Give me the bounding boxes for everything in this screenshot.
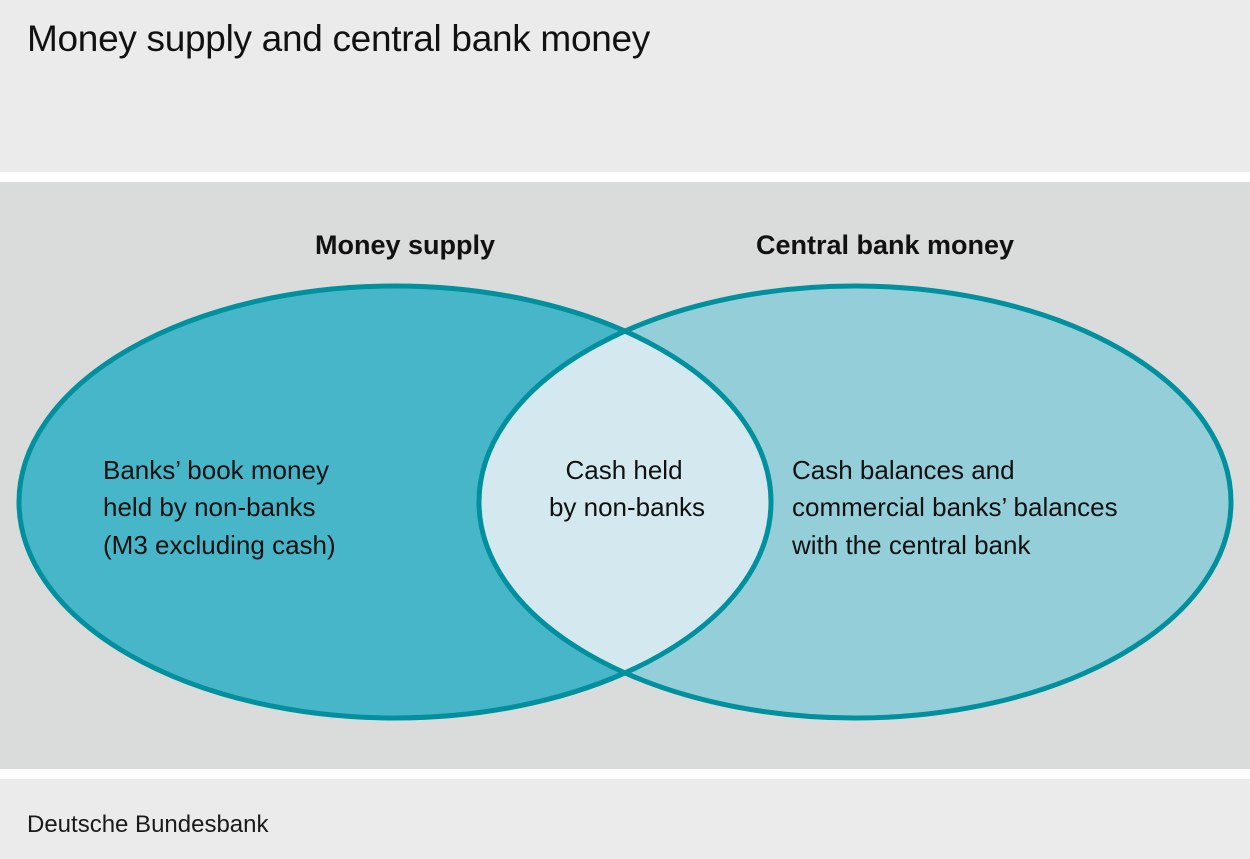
right-content-line-2: commercial banks’ balances: [792, 492, 1118, 522]
source-label: Deutsche Bundesbank: [27, 811, 269, 838]
footer-panel: Deutsche Bundesbank: [0, 779, 1250, 859]
left-content-line-3: (M3 excluding cash): [103, 530, 336, 560]
money-supply-label: Money supply: [315, 230, 495, 260]
intersection-content-line-1: Cash held: [565, 455, 682, 485]
diagram-panel: Money supply Central bank money Banks’ b…: [0, 182, 1250, 769]
right-content-line-1: Cash balances and: [792, 455, 1015, 485]
intersection-area: [479, 286, 771, 718]
header-panel: Money supply and central bank money: [0, 0, 1250, 172]
intersection-content-line-2: by non-banks: [549, 492, 705, 522]
left-content-line-1: Banks’ book money: [103, 455, 329, 485]
central-bank-money-outline: [476, 283, 1234, 721]
money-supply-outline: [16, 283, 774, 721]
left-content-line-2: held by non-banks: [103, 492, 315, 522]
page-title: Money supply and central bank money: [27, 18, 650, 59]
central-bank-money-label: Central bank money: [756, 230, 1014, 260]
venn-diagram: Money supply Central bank money Banks’ b…: [16, 230, 1234, 721]
right-content-line-3: with the central bank: [791, 530, 1031, 560]
